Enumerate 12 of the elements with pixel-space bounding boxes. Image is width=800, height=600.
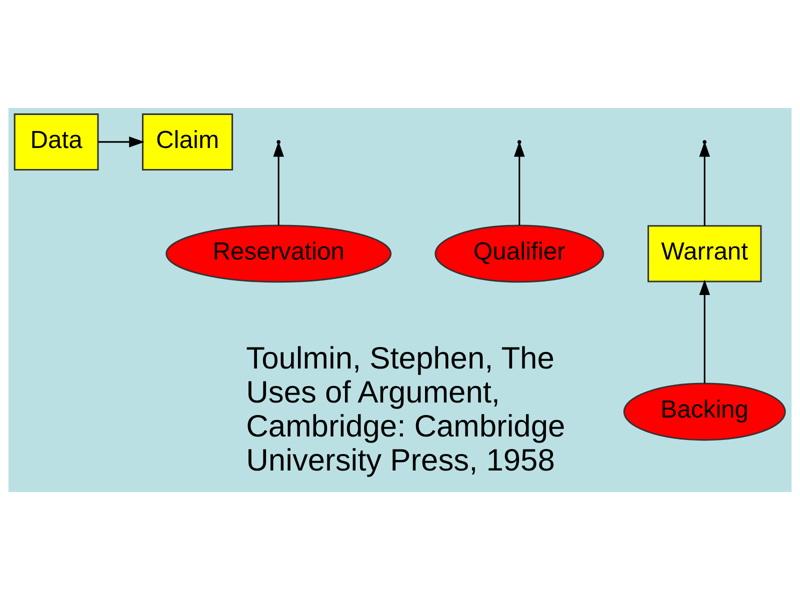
node-box: Warrant [648, 225, 762, 282]
arrow [273, 141, 284, 226]
node-box: Claim [142, 113, 234, 171]
arrow [514, 141, 525, 226]
node-ellipse: Backing [623, 382, 786, 441]
arrow [699, 141, 710, 226]
node-ellipse: Reservation [166, 224, 392, 283]
arrow [699, 280, 710, 384]
node-box: Data [14, 113, 99, 171]
node-ellipse: Qualifier [434, 224, 604, 283]
label: Toulmin, Stephen, The Uses of Argument, Cambridge: Cambridge University Press, 1958 [246, 340, 566, 478]
arrow [98, 136, 145, 148]
